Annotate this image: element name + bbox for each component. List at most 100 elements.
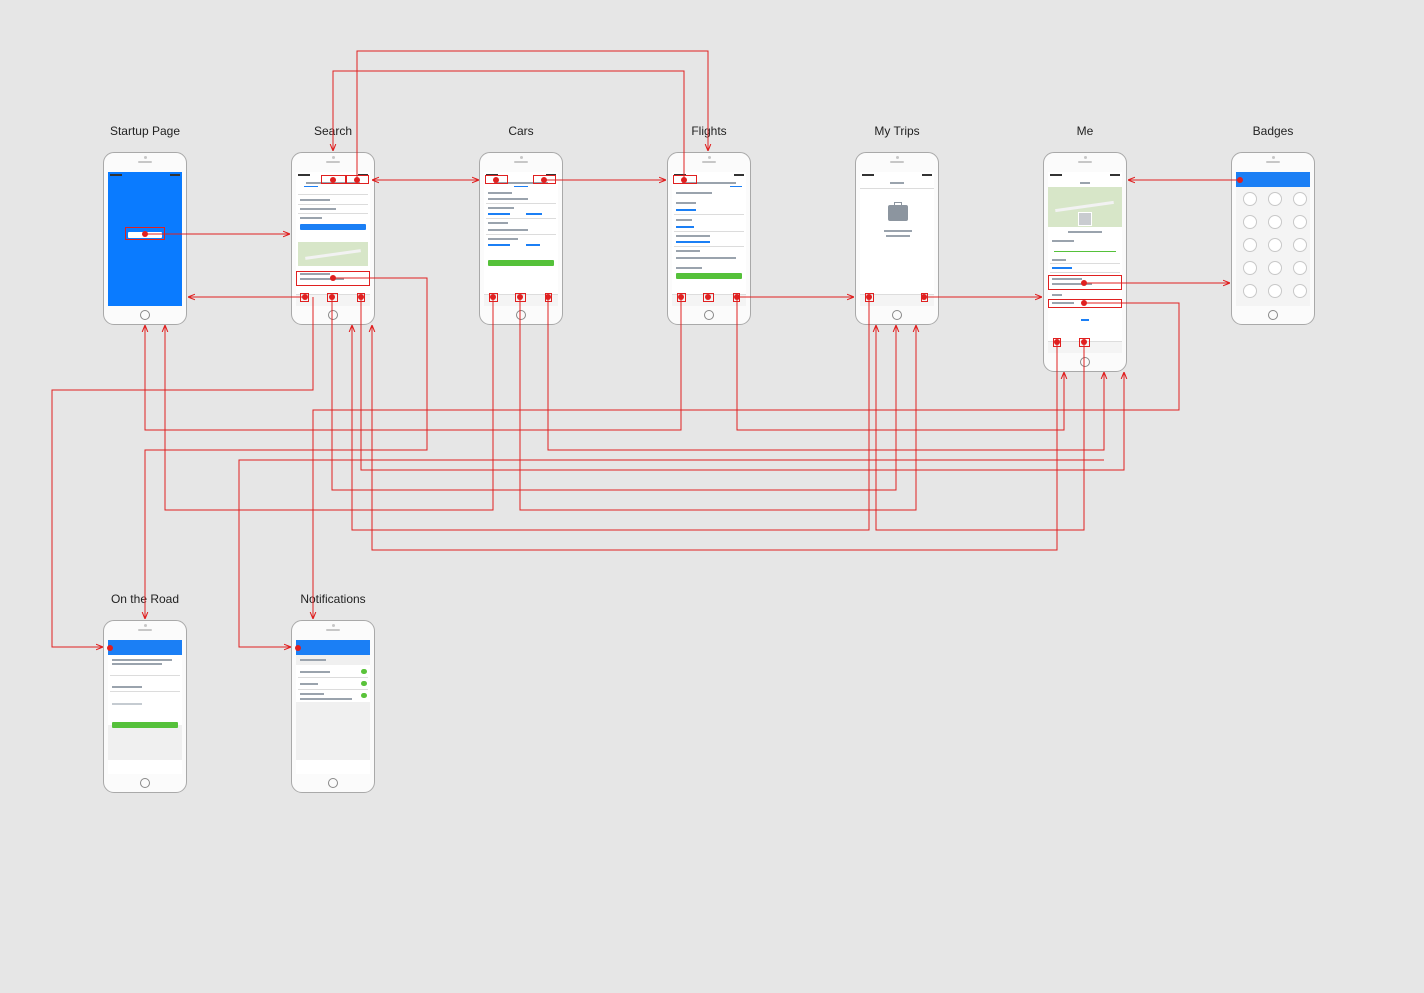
connector-line	[547, 297, 1104, 451]
section-label	[1052, 240, 1074, 242]
menu-row	[1052, 294, 1062, 296]
connector-line	[313, 302, 1180, 619]
speaker	[326, 161, 340, 163]
segment-tabs	[682, 182, 736, 184]
camera	[332, 624, 335, 627]
divider	[110, 675, 180, 676]
screen-title	[890, 182, 904, 184]
connector-line	[165, 297, 494, 511]
intro-text	[112, 663, 162, 665]
status-bar	[860, 172, 934, 178]
label-notifications: Notifications	[300, 592, 366, 606]
screen-flights	[672, 172, 746, 306]
form-row	[488, 222, 508, 224]
map-thumbnail	[298, 242, 368, 266]
badge-item[interactable]	[1293, 192, 1307, 206]
connector-line	[736, 297, 1064, 431]
home-button[interactable]	[1080, 357, 1090, 367]
connector-line	[331, 297, 896, 491]
hotspot-box	[485, 175, 508, 184]
badge-item[interactable]	[1243, 215, 1257, 229]
connector-line	[876, 325, 1085, 531]
phone-me	[1043, 152, 1127, 372]
hotspot-box	[703, 293, 714, 302]
phone-badges	[1231, 152, 1315, 325]
home-button[interactable]	[328, 778, 338, 788]
divider	[298, 204, 368, 205]
phone-notifications	[291, 620, 375, 793]
speaker	[1078, 161, 1092, 163]
search-row	[300, 217, 322, 219]
connector-line	[519, 297, 916, 511]
home-button[interactable]	[516, 310, 526, 320]
divider	[486, 234, 556, 235]
home-button[interactable]	[328, 310, 338, 320]
submit-button[interactable]	[112, 722, 178, 728]
menu-row	[1052, 283, 1092, 285]
form-row	[488, 198, 528, 200]
date-field	[488, 213, 510, 215]
empty-state-text	[886, 235, 910, 237]
label-badges: Badges	[1252, 124, 1294, 138]
divider	[298, 194, 368, 195]
notification-toggle[interactable]	[361, 693, 367, 698]
form-row	[676, 257, 736, 259]
airport-field	[676, 209, 696, 211]
home-button[interactable]	[704, 310, 714, 320]
divider	[674, 231, 744, 232]
home-button[interactable]	[140, 310, 150, 320]
hotspot-dot	[705, 294, 711, 300]
badge-item[interactable]	[1268, 238, 1282, 252]
badge-item[interactable]	[1243, 238, 1257, 252]
home-button[interactable]	[892, 310, 902, 320]
badge-item[interactable]	[1293, 284, 1307, 298]
badge-item[interactable]	[1293, 261, 1307, 275]
badge-item[interactable]	[1243, 284, 1257, 298]
segment-underline	[304, 186, 318, 187]
notification-toggle[interactable]	[361, 669, 367, 674]
label-me: Me	[1076, 124, 1094, 138]
badge-item[interactable]	[1293, 215, 1307, 229]
setting-row	[300, 693, 324, 695]
find-flights-button[interactable]	[676, 273, 742, 279]
label-flights: Flights	[691, 124, 727, 138]
airport-field	[676, 226, 694, 228]
home-button[interactable]	[140, 778, 150, 788]
progress-track	[1054, 251, 1116, 252]
camera	[1272, 156, 1275, 159]
badge-item[interactable]	[1268, 192, 1282, 206]
badge-item[interactable]	[1268, 284, 1282, 298]
phone-trips	[855, 152, 939, 325]
form-row	[112, 703, 142, 705]
divider	[298, 213, 368, 214]
badge-item[interactable]	[1268, 215, 1282, 229]
form-row	[488, 192, 512, 194]
segment-underline	[730, 186, 742, 187]
find-cars-button[interactable]	[488, 260, 554, 266]
badge-item[interactable]	[1243, 261, 1257, 275]
intro-text	[112, 659, 172, 661]
recent-item	[300, 278, 344, 280]
camera	[896, 156, 899, 159]
time-field	[526, 244, 540, 246]
label-cars: Cars	[508, 124, 534, 138]
home-button[interactable]	[1268, 310, 1278, 320]
camera	[144, 624, 147, 627]
search-button[interactable]	[300, 224, 366, 230]
badge-item[interactable]	[1293, 238, 1307, 252]
connector-line	[333, 70, 685, 180]
recent-item	[300, 273, 330, 275]
connector-line	[352, 297, 870, 531]
badge-item[interactable]	[1268, 261, 1282, 275]
notification-toggle[interactable]	[361, 681, 367, 686]
badge-item[interactable]	[1243, 192, 1257, 206]
setting-row	[300, 698, 352, 700]
connector-line	[238, 459, 1104, 647]
speaker	[1266, 161, 1280, 163]
connector-line	[360, 297, 1124, 471]
briefcase-handle	[894, 202, 902, 205]
progress-caption	[1052, 259, 1066, 261]
badge-grid	[1236, 187, 1310, 306]
divider	[1050, 263, 1120, 264]
